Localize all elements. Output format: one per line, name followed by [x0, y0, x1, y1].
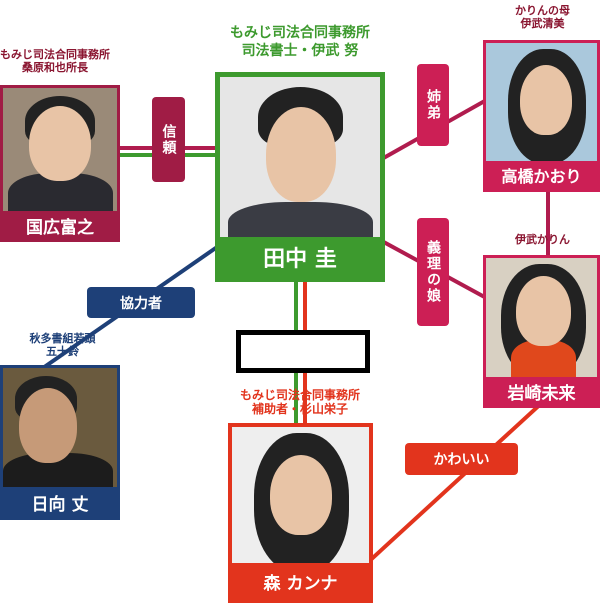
- character-card-hinata[interactable]: 日向 丈: [0, 365, 120, 520]
- portrait-photo: [3, 88, 117, 211]
- portrait-photo: [486, 258, 597, 377]
- character-card-iwasaki[interactable]: 岩崎未来: [483, 255, 600, 408]
- character-card-kunihiro[interactable]: 国広富之: [0, 85, 120, 242]
- portrait-photo: [220, 77, 380, 237]
- caption-line: もみじ司法合同事務所: [239, 388, 360, 402]
- redaction-box: [236, 330, 370, 373]
- character-name: 森 カンナ: [232, 563, 369, 599]
- caption-line: 司法書士・伊武 努: [241, 43, 359, 59]
- relation-tag-stepdaughter: 義理の娘: [417, 218, 449, 326]
- character-name: 高橋かおり: [486, 161, 597, 189]
- character-card-mori[interactable]: 森 カンナ: [228, 423, 373, 603]
- character-name: 田中 圭: [220, 237, 380, 277]
- left-top-caption: もみじ司法合同事務所桑原和也所長: [0, 48, 125, 74]
- character-name: 日向 丈: [3, 487, 117, 517]
- caption-line: 桑原和也所長: [22, 61, 88, 74]
- caption-line: かりんの母: [515, 4, 570, 17]
- caption-line: 秋多書組若頭: [29, 332, 96, 345]
- portrait-photo: [232, 427, 369, 563]
- relation-tag-siblings: 姉弟: [417, 64, 449, 146]
- character-name: 国広富之: [3, 211, 117, 239]
- character-card-takahashi[interactable]: 高橋かおり: [483, 40, 600, 192]
- character-card-tanaka[interactable]: 田中 圭: [215, 72, 385, 282]
- caption-line: もみじ司法合同事務所: [230, 25, 370, 41]
- portrait-photo: [3, 368, 117, 487]
- left-bottom-caption: 秋多書組若頭五十鈴: [0, 332, 125, 358]
- caption-line: もみじ司法合同事務所: [0, 48, 110, 61]
- bottom-caption: もみじ司法合同事務所補助者・杉山栄子: [210, 388, 390, 416]
- caption-line: 五十鈴: [46, 345, 79, 358]
- relation-tag-trust: 信頼: [152, 97, 185, 182]
- portrait-photo: [486, 43, 597, 161]
- relation-tag-cooperator: 協力者: [87, 287, 195, 318]
- center-caption: もみじ司法合同事務所司法書士・伊武 努: [195, 24, 405, 60]
- caption-line: 補助者・杉山栄子: [251, 402, 348, 416]
- relation-tag-cute: かわいい: [405, 443, 518, 475]
- right-mid-caption: 伊武かりん: [515, 233, 570, 246]
- character-name: 岩崎未来: [486, 377, 597, 405]
- caption-line: 伊武清美: [520, 17, 565, 30]
- right-top-caption: かりんの母伊武清美: [485, 4, 600, 30]
